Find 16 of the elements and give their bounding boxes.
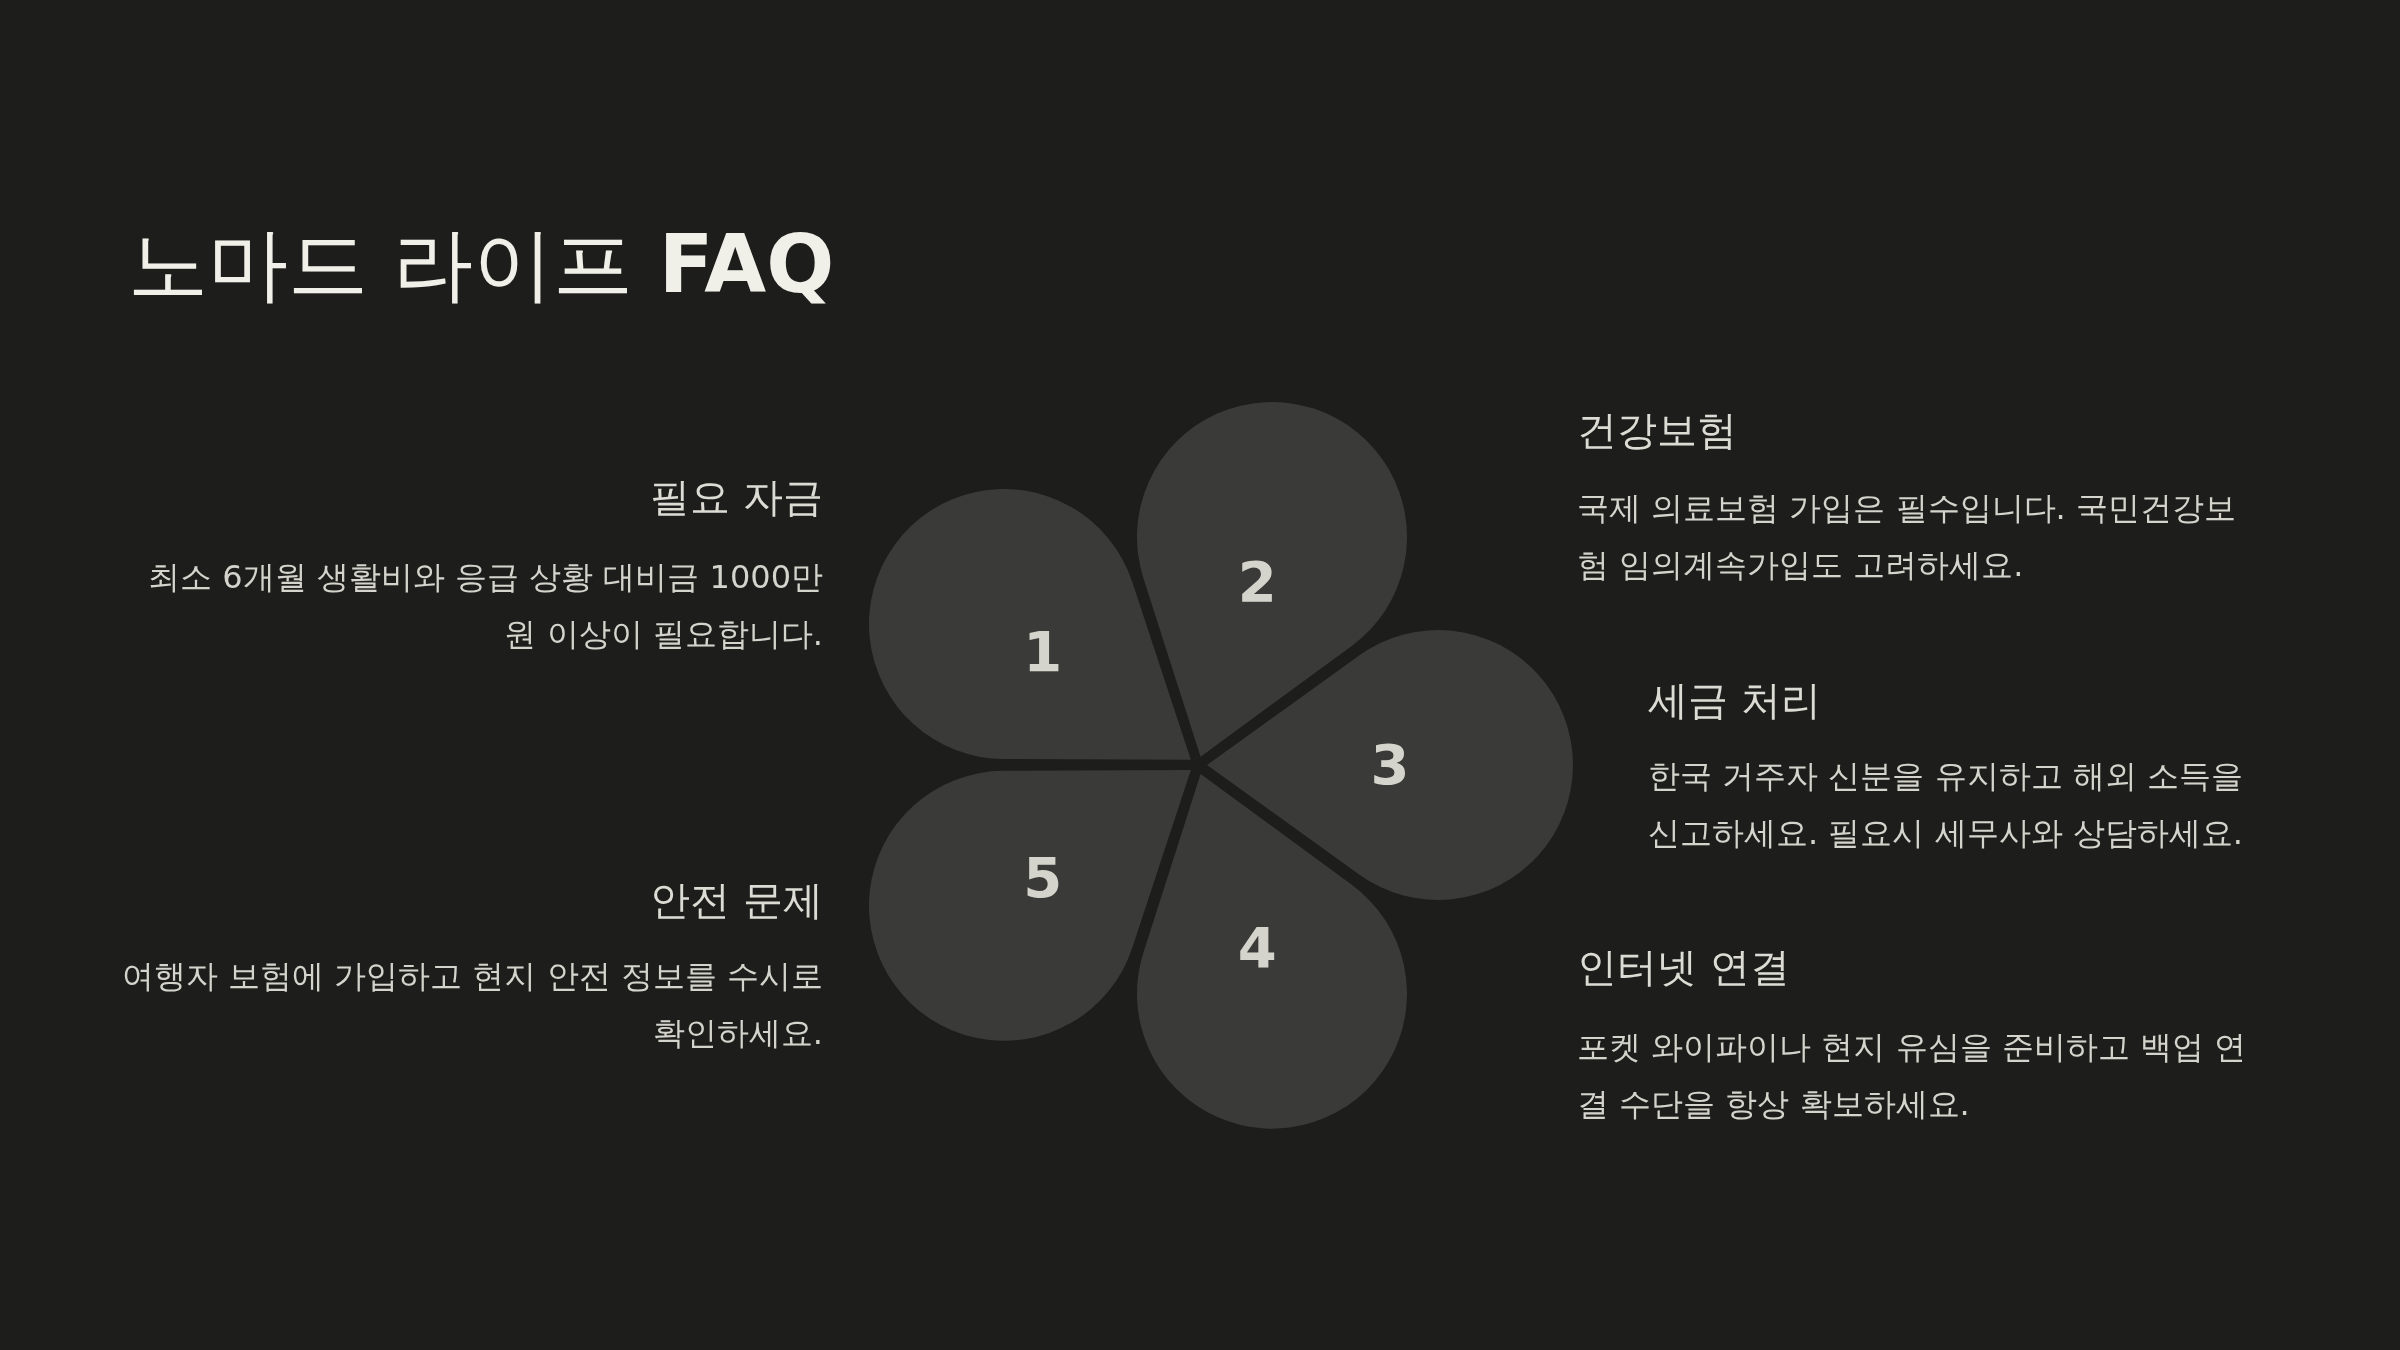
title: 노마드 라이프 FAQ — [128, 217, 835, 313]
section-heading: 필요 자금 — [650, 473, 823, 522]
petal-number: 4 — [1237, 919, 1277, 976]
petal-number: 1 — [1023, 624, 1063, 681]
description-text: 최소 6개월 생활비와 응급 상황 대비금 1000만 원 이상이 필요합니다. — [147, 556, 823, 655]
description-text: 국제 의료보험 가입은 필수입니다. 국민건강보험 임의계속가입도 고려하세요. — [1577, 487, 2237, 586]
petal-number: 3 — [1370, 737, 1410, 793]
description-text: 포켓 와이파이나 현지 유심을 준비하고 백업 연결 수단을 항상 확보하세요. — [1577, 1026, 2248, 1125]
petal-number: 2 — [1237, 554, 1277, 611]
petal-number: 5 — [1023, 849, 1063, 906]
section-heading: 건강보험 — [1577, 406, 1737, 455]
section-heading: 안전 문제 — [650, 876, 823, 925]
description-text: 여행자 보험에 가입하고 현지 안전 정보를 수시로 확인하세요. — [120, 955, 823, 1054]
description-text: 한국 거주자 신분을 유지하고 해외 소득을 신고하세요. 필요시 세무사와 상담하세요. — [1648, 755, 2244, 854]
section-heading: 세금 처리 — [1648, 676, 1821, 725]
section-heading: 인터넷 연결 — [1577, 943, 1790, 992]
